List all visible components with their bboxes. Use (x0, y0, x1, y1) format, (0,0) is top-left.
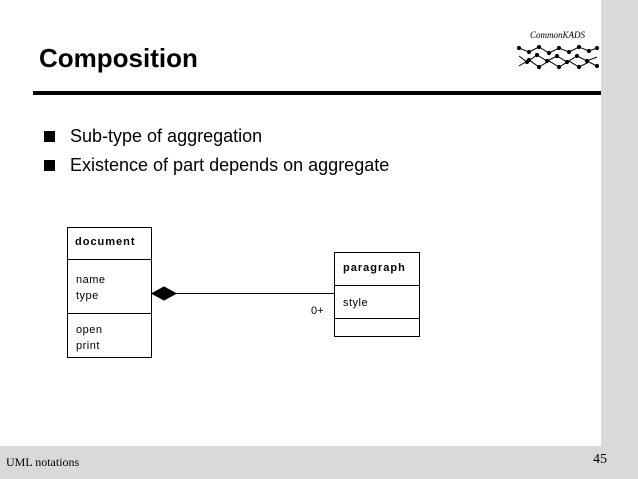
logo-graphic (516, 44, 600, 70)
multiplicity-label: 0+ (311, 305, 324, 317)
title-underline (33, 91, 601, 95)
page-number: 45 (593, 452, 607, 467)
bullet-list: Sub-type of aggregation Existence of par… (44, 122, 389, 180)
footer-section-label: UML notations (6, 455, 80, 469)
footer-band (0, 446, 638, 479)
bullet-item: Sub-type of aggregation (44, 122, 389, 151)
document-operation: print (76, 340, 100, 352)
document-attribute: type (76, 290, 99, 302)
bullet-text: Existence of part depends on aggregate (70, 155, 390, 175)
right-decor-band (601, 0, 638, 479)
paragraph-attribute: style (343, 297, 369, 309)
paragraph-class-name: paragraph (343, 262, 406, 274)
document-attribute: name (76, 274, 106, 286)
document-class-name: document (75, 236, 136, 248)
document-class-box (67, 227, 152, 358)
paragraph-class-box (334, 252, 420, 337)
composition-diamond-icon (150, 286, 178, 301)
bullet-item: Existence of part depends on aggregate (44, 151, 389, 180)
logo-text: CommonKADS (529, 30, 585, 40)
bullet-text: Sub-type of aggregation (70, 126, 263, 146)
square-bullet-icon (44, 160, 55, 171)
slide-title: Composition (39, 43, 198, 73)
commonkads-logo: CommonKADS (515, 30, 600, 72)
document-operation: open (76, 324, 103, 336)
square-bullet-icon (44, 131, 55, 142)
